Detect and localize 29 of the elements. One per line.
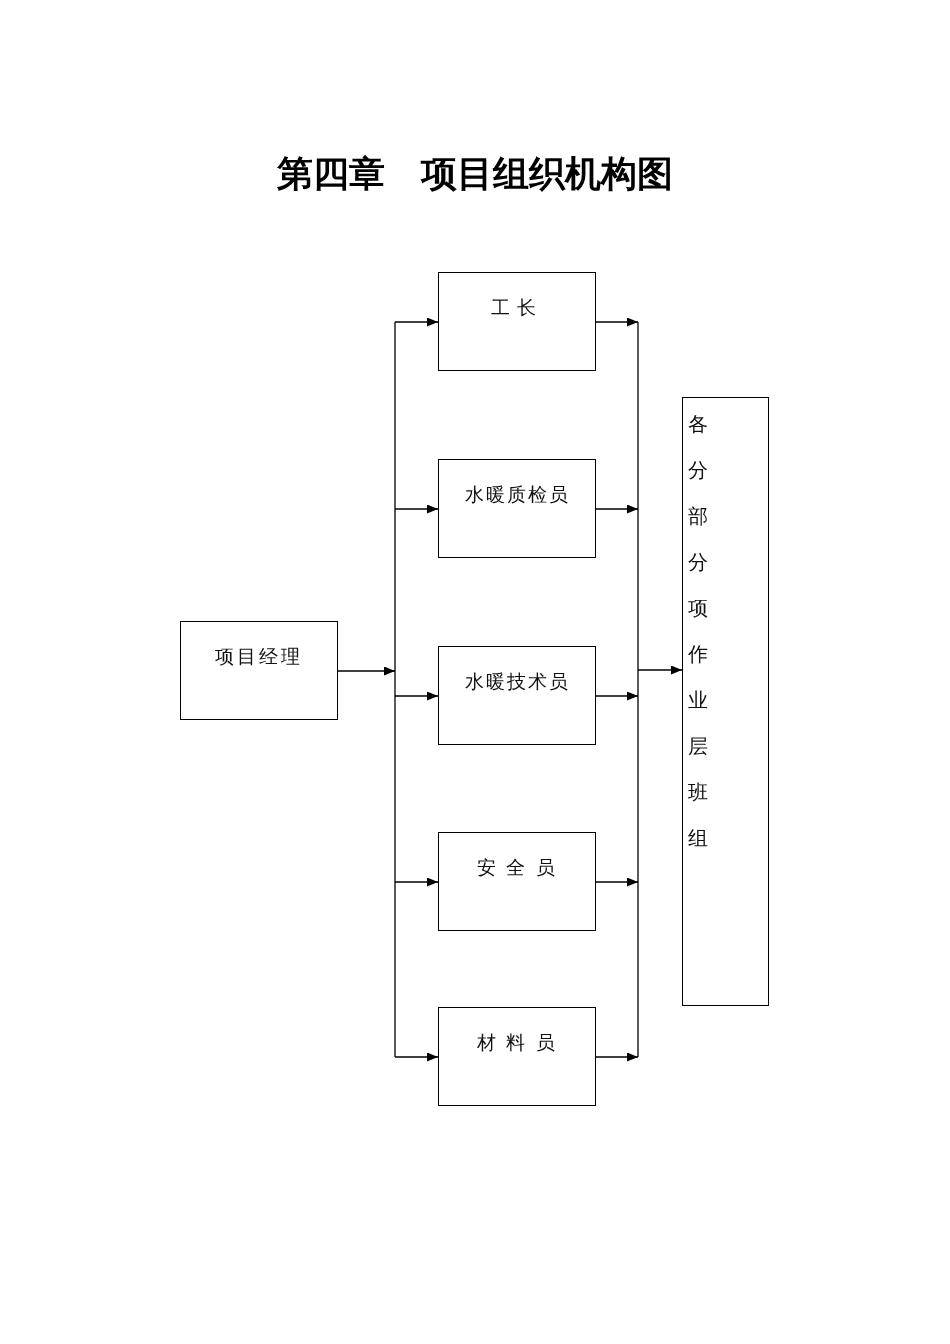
org-box — [438, 832, 596, 931]
arrow — [595, 317, 639, 327]
connector-line — [394, 321, 396, 1058]
arrow — [595, 877, 639, 887]
org-box — [438, 272, 596, 371]
arrow — [394, 691, 439, 701]
node-label: 工长 — [491, 296, 543, 319]
arrow — [394, 317, 439, 327]
node-label: 材 料 员 — [477, 1031, 557, 1054]
connector-line — [637, 321, 639, 1058]
node-label: 水暖质检员 — [464, 483, 570, 506]
page-title: 第四章 项目组织机构图 — [277, 151, 673, 196]
arrow — [394, 504, 439, 514]
org-box — [438, 1007, 596, 1106]
arrow — [595, 1052, 639, 1062]
node-label: 安 全 员 — [477, 856, 557, 879]
arrow — [394, 877, 439, 887]
arrow — [595, 504, 639, 514]
org-box — [682, 397, 769, 1006]
node-label: 项目经理 — [215, 645, 303, 668]
org-box — [438, 646, 596, 745]
arrow — [595, 691, 639, 701]
org-box — [180, 621, 338, 720]
node-label: 水暖技术员 — [464, 670, 570, 693]
arrow — [337, 666, 396, 676]
arrow — [637, 665, 683, 675]
arrow — [394, 1052, 439, 1062]
org-box — [438, 459, 596, 558]
vertical-label: 各分部分项作业层班组 — [688, 411, 708, 852]
